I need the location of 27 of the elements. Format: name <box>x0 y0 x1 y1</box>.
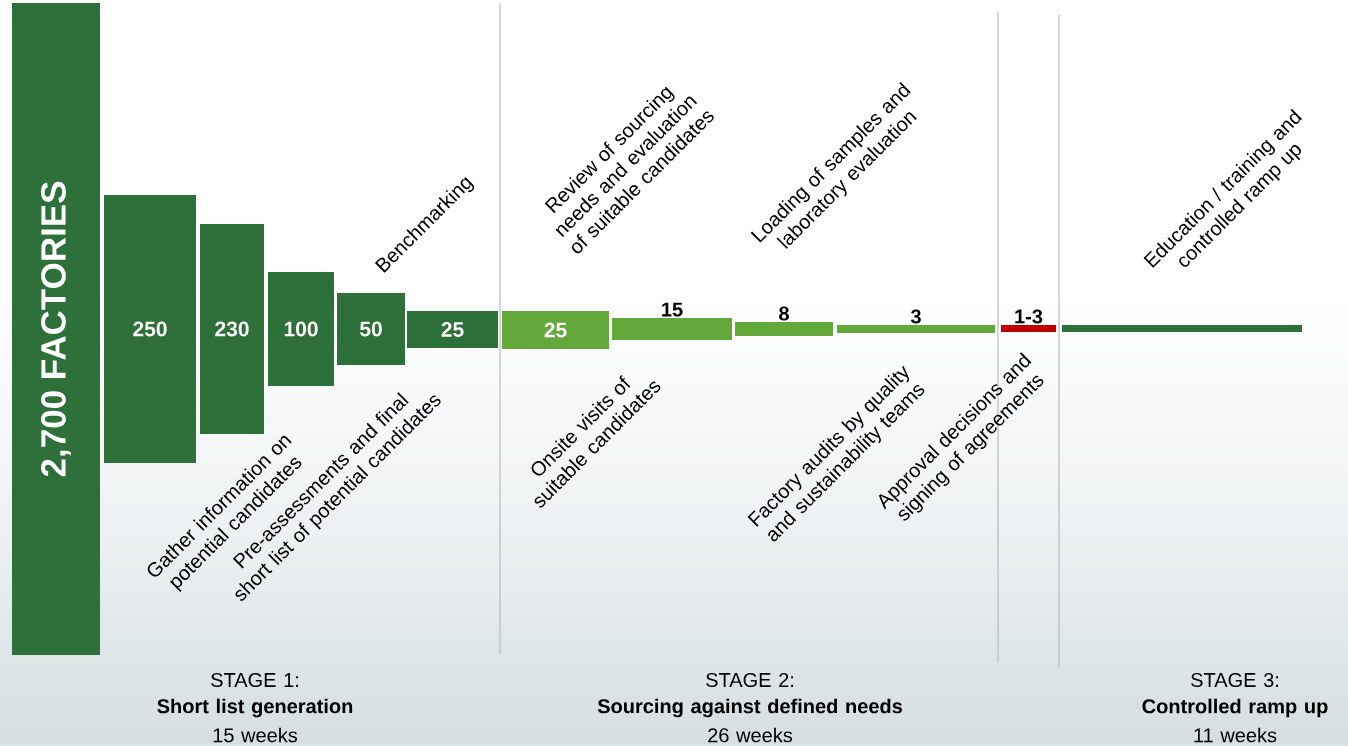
funnel-bar: 15 <box>612 302 732 340</box>
funnel-bar: 25 <box>502 311 609 349</box>
stage-label: 11 weeks <box>1194 727 1277 743</box>
funnel-bar: 100 <box>268 272 334 386</box>
node-label: 15 <box>662 302 683 317</box>
node-label: 3 <box>910 309 921 324</box>
stage-title: Short list generation <box>157 698 353 718</box>
factories-bar: 2,700 FACTORIES <box>12 3 100 655</box>
node-label: 1-3 <box>1015 309 1043 324</box>
stage-title: Sourcing against defined needs <box>597 698 902 718</box>
funnel-bar: 1-3 <box>1001 309 1056 332</box>
funnel-bar: 8 <box>735 306 833 336</box>
funnel-bar: 50 <box>337 293 405 365</box>
node-label: 8 <box>779 306 789 321</box>
stage-label: STAGE 1: <box>211 672 298 688</box>
funnel-bar: 230 <box>200 224 264 434</box>
stage-title: Controlled ramp up <box>1142 698 1328 718</box>
funnel-bar: 250 <box>104 195 196 463</box>
stage-label: 15 weeks <box>213 727 298 743</box>
stage-label: STAGE 2: <box>706 672 793 688</box>
node-label: 25 <box>441 322 464 337</box>
bar <box>1062 325 1302 332</box>
node-label: 50 <box>359 321 382 337</box>
funnel-bar: 25 <box>407 311 498 348</box>
funnel-bar: 3 <box>837 309 995 333</box>
stage-label: STAGE 3: <box>1191 672 1278 688</box>
stage-label: 26 weeks <box>708 727 793 743</box>
